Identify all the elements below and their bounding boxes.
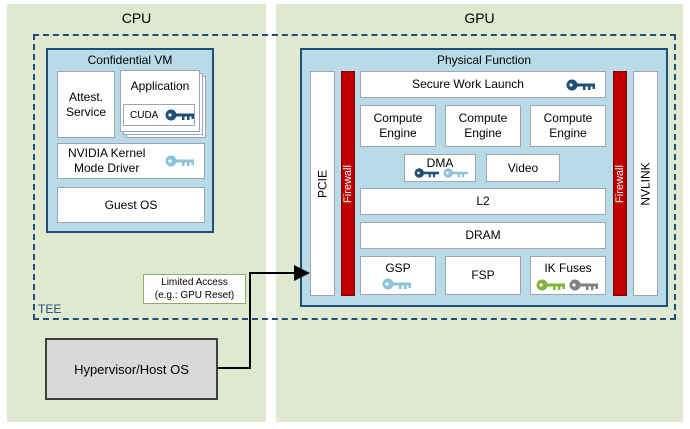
nvlink-bar: NVLINK — [633, 71, 658, 296]
ik-fuses-box: IK Fuses — [530, 256, 606, 295]
guest-os: Guest OS — [57, 187, 205, 223]
dma-key-dark-icon — [414, 168, 439, 178]
compute-engine-2: Compute Engine — [445, 105, 521, 147]
cuda-box: CUDA — [123, 104, 195, 126]
confidential-vm-title: Confidential VM — [87, 53, 173, 67]
video-box: Video — [486, 154, 560, 182]
physical-function-title: Physical Function — [436, 53, 532, 67]
tee-boundary — [33, 34, 676, 320]
ik-fuses-label: IK Fuses — [544, 261, 592, 275]
gsp-key-icon — [382, 278, 411, 290]
gpu-title: GPU — [464, 10, 495, 26]
attest-service: Attest. Service — [57, 71, 115, 138]
secure-work-launch: Secure Work Launch — [360, 71, 606, 98]
fsp-box: FSP — [445, 256, 521, 295]
gsp-label: GSP — [385, 261, 411, 275]
cuda-key-icon — [165, 109, 194, 121]
swl-key-icon — [566, 79, 595, 91]
dma-key-light-icon — [443, 168, 468, 178]
hypervisor-host-os: Hypervisor/Host OS — [45, 338, 218, 400]
ik-key-green-icon — [536, 279, 565, 291]
secure-work-launch-label: Secure Work Launch — [412, 77, 524, 91]
cuda-label: CUDA — [130, 109, 159, 121]
firewall-left: Firewall — [341, 71, 355, 296]
l2-box: L2 — [360, 188, 606, 215]
dma-box: DMA — [404, 154, 476, 182]
application-label: Application — [130, 79, 190, 93]
driver-key-icon — [165, 155, 194, 167]
firewall-right: Firewall — [613, 71, 627, 296]
ik-key-gray-icon — [569, 279, 598, 291]
compute-engine-1: Compute Engine — [360, 105, 436, 147]
cpu-title: CPU — [121, 10, 152, 26]
pcie-bar: PCIE — [310, 71, 335, 296]
dma-label: DMA — [426, 156, 454, 170]
limited-access-note: Limited Access (e.g.: GPU Reset) — [143, 274, 246, 304]
dram-box: DRAM — [360, 222, 606, 249]
compute-engine-3: Compute Engine — [530, 105, 606, 147]
tee-label: TEE — [38, 302, 62, 316]
gsp-box: GSP — [360, 256, 436, 295]
